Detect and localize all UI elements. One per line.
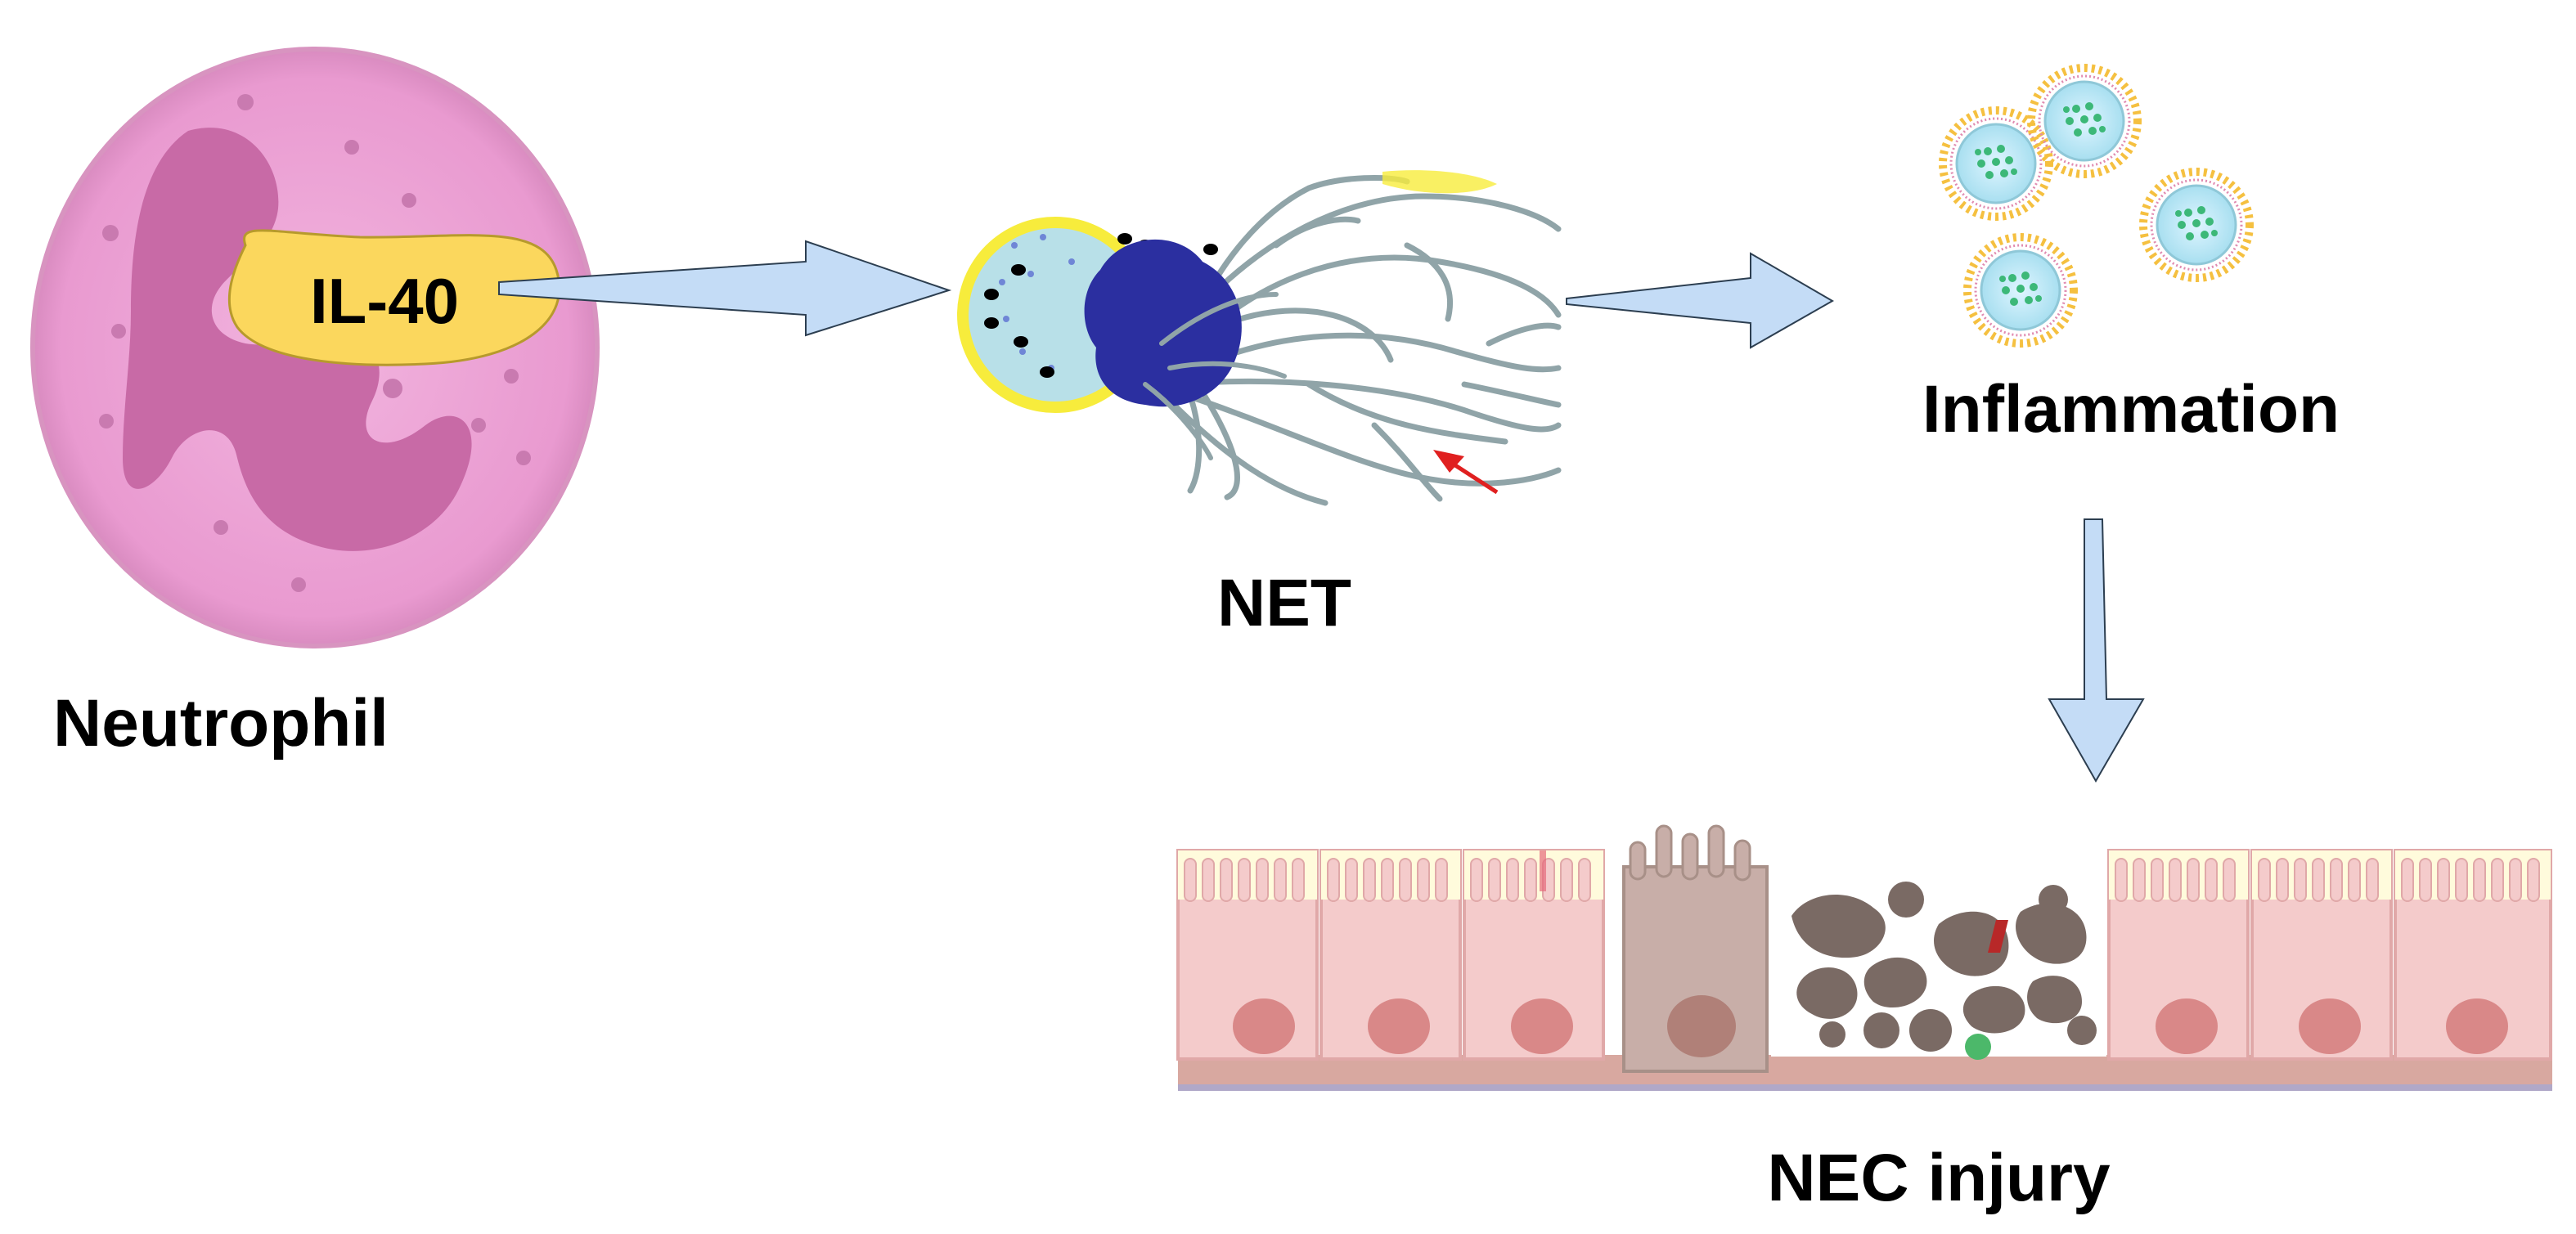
nec-injury-label: NEC injury — [1767, 1141, 2111, 1215]
vesicle-2 — [2027, 64, 2142, 178]
vesicle-1 — [1939, 106, 2053, 221]
neutrophil-label: Neutrophil — [53, 686, 389, 761]
il40-label: IL-40 — [310, 265, 459, 337]
intestinal-epithelium-icon — [1176, 824, 2552, 1091]
arrow-inflammation-to-nec — [2048, 518, 2145, 783]
cell-debris — [1771, 867, 2106, 1060]
inflammation-vesicles-icon — [1939, 64, 2254, 348]
vesicle-4 — [1963, 233, 2078, 348]
healthy-cells-right — [2107, 849, 2552, 1061]
arrow-net-to-inflammation — [1566, 252, 1835, 349]
healthy-cells-left — [1176, 849, 1605, 1061]
arrow-neutrophil-to-net — [498, 240, 952, 337]
net-cell-icon — [957, 170, 1562, 506]
vesicle-3 — [2139, 168, 2254, 282]
il40-protein-icon: IL-40 — [227, 229, 561, 366]
inflammation-label: Inflammation — [1922, 372, 2340, 446]
net-nucleus — [1084, 239, 1242, 407]
damaged-cell — [1622, 824, 1769, 1073]
net-label: NET — [1217, 566, 1351, 640]
